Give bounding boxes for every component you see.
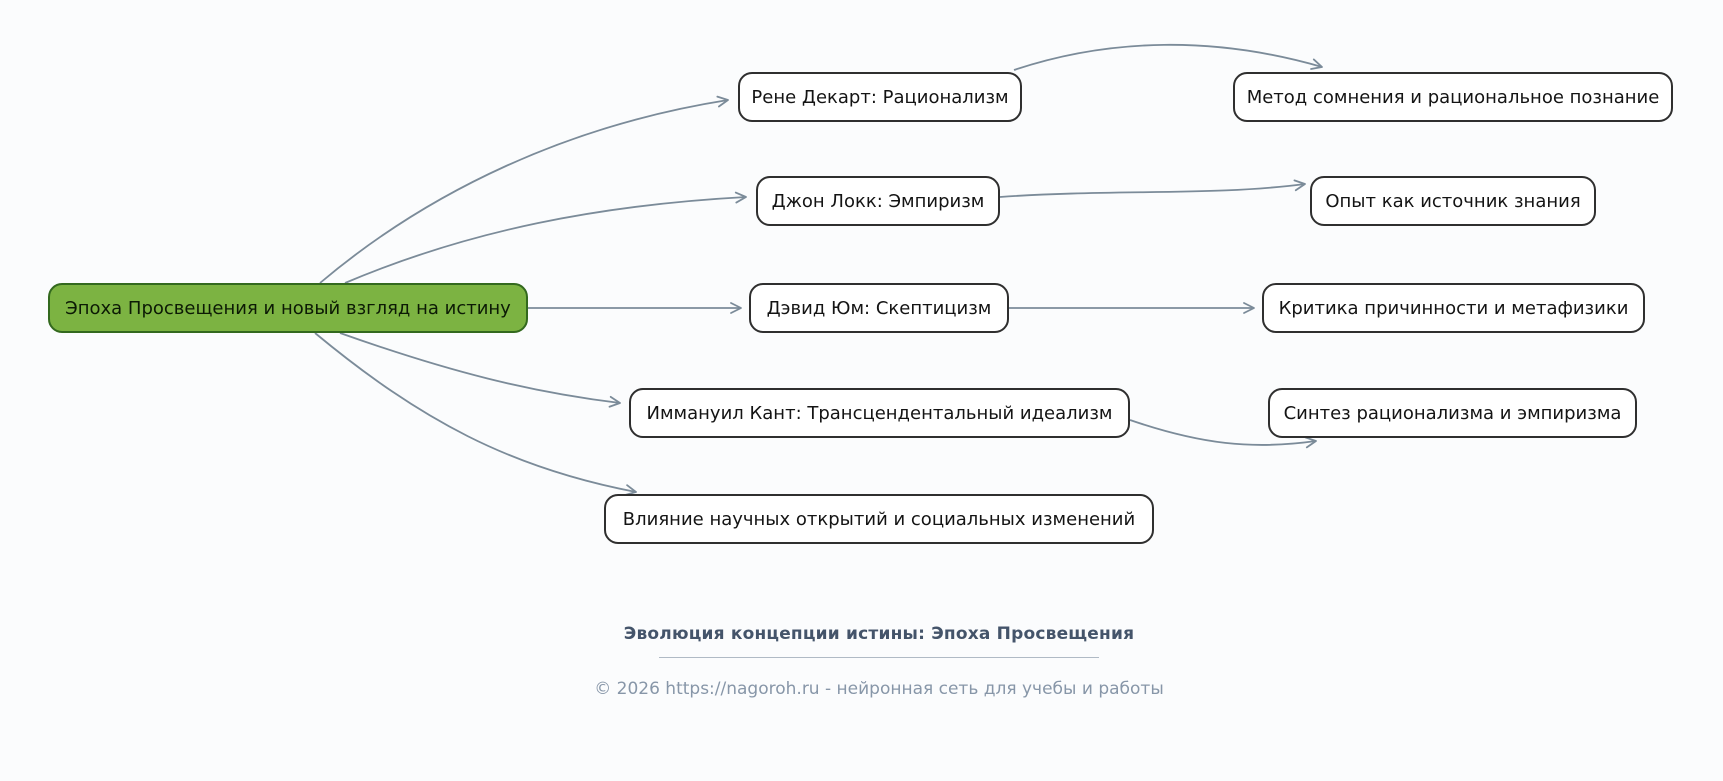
footer: Эволюция концепции истины: Эпоха Просвещ… [0,624,1723,699]
branch-node-label: Рене Декарт: Рационализм [751,86,1009,108]
footer-copyright: © 2026 https://nagoroh.ru - нейронная се… [594,679,1164,699]
edge-locke-to-experience [999,179,1306,198]
root-node-label: Эпоха Просвещения и новый взгляд на исти… [65,297,511,319]
edge-root-to-influence [314,332,637,496]
edge-descartes-to-method [1013,43,1323,71]
branch-node-locke: Джон Локк: Эмпиризм [756,176,1000,226]
footer-divider [659,657,1099,658]
branch-node-label: Иммануил Кант: Трансцендентальный идеали… [646,402,1113,424]
branch-node-label: Джон Локк: Эмпиризм [771,190,985,212]
branch-node-hume: Дэвид Юм: Скептицизм [749,283,1009,333]
edge-root-to-descartes [319,95,729,284]
leaf-node-experience-source: Опыт как источник знания [1310,176,1596,226]
edge-root-to-locke [344,191,747,284]
footer-title: Эволюция концепции истины: Эпоха Просвещ… [623,624,1135,644]
root-node: Эпоха Просвещения и новый взгляд на исти… [48,283,528,333]
edge-kant-to-synthesis [1129,419,1317,449]
branch-node-label: Влияние научных открытий и социальных из… [622,508,1136,530]
leaf-node-label: Метод сомнения и рациональное познание [1246,86,1660,108]
leaf-node-label: Критика причинности и метафизики [1278,297,1629,319]
leaf-node-critique-causality: Критика причинности и метафизики [1262,283,1645,333]
edge-root-to-kant [339,332,621,408]
leaf-node-method-of-doubt: Метод сомнения и рациональное познание [1233,72,1673,122]
leaf-node-label: Опыт как источник знания [1325,190,1581,212]
branch-node-label: Дэвид Юм: Скептицизм [766,297,992,319]
branch-node-influence: Влияние научных открытий и социальных из… [604,494,1154,544]
branch-node-descartes: Рене Декарт: Рационализм [738,72,1022,122]
leaf-node-label: Синтез рационализма и эмпиризма [1283,402,1622,424]
branch-node-kant: Иммануил Кант: Трансцендентальный идеали… [629,388,1130,438]
leaf-node-synthesis: Синтез рационализма и эмпиризма [1268,388,1637,438]
